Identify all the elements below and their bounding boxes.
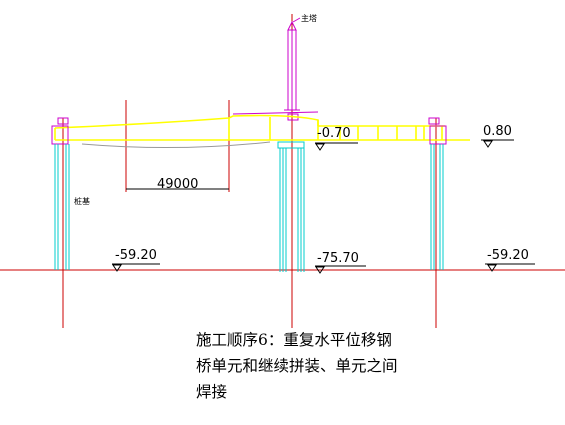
elevation-label-deck-right: 0.80 — [483, 124, 512, 139]
elevation-mark-deck-mid: -0.70 — [315, 126, 358, 151]
deck-sag-curve — [81, 141, 271, 149]
elevation-label-pile-left: -59.20 — [115, 248, 157, 263]
center-piles — [277, 141, 305, 272]
left-pier-cap — [51, 117, 69, 145]
elevation-label-pile-mid: -75.70 — [317, 251, 359, 266]
elevation-label-deck-mid: -0.70 — [317, 126, 351, 141]
elevation-mark-pile-right: -59.20 — [485, 248, 535, 272]
elevation-mark-pile-mid: -75.70 — [315, 251, 366, 274]
elevation-label-pile-right: -59.20 — [487, 248, 529, 263]
bridge-deck — [54, 114, 470, 141]
pylon-tag: 主塔 — [301, 13, 317, 23]
left-piles — [54, 144, 70, 270]
right-piles — [430, 144, 444, 270]
caption-line-2: 桥单元和继续拼装、单元之间 — [196, 357, 398, 375]
pier-tag: 桩基 — [74, 196, 90, 206]
pylon-tag-leader — [292, 17, 301, 23]
right-pier-cap — [428, 117, 447, 145]
elevation-mark-pile-left: -59.20 — [112, 248, 160, 272]
span-dimension: 49000 — [126, 177, 229, 192]
caption-line-3: 焊接 — [196, 383, 228, 401]
construction-step-caption: 施工顺序6：重复水平位移钢 桥单元和继续拼装、单元之间 焊接 — [196, 327, 398, 405]
pylon — [232, 20, 319, 121]
span-dimension-label: 49000 — [157, 177, 198, 192]
caption-line-1: 施工顺序6：重复水平位移钢 — [196, 331, 392, 349]
elevation-mark-deck-right: 0.80 — [481, 124, 514, 148]
